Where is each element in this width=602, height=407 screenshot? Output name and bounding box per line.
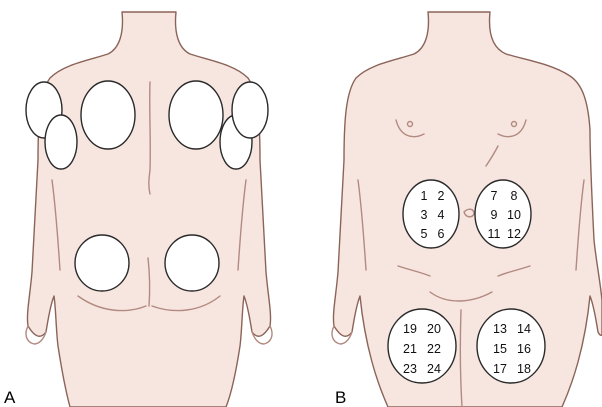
upper-arm-right-outer-injection-zone (232, 82, 268, 138)
abdomen-left-injection-zone: 7 8 9 10 11 12 (475, 180, 531, 248)
site-number: 12 (507, 227, 521, 241)
site-number: 16 (517, 342, 531, 356)
site-number: 8 (511, 189, 518, 203)
abdomen-right-injection-zone: 1 2 3 4 5 6 (403, 180, 459, 248)
site-number: 1 (421, 189, 428, 203)
site-number: 13 (493, 322, 507, 336)
site-number: 24 (427, 362, 441, 376)
site-number: 9 (491, 208, 498, 222)
site-number: 4 (438, 208, 445, 222)
site-number: 11 (488, 227, 501, 241)
site-number: 3 (421, 208, 428, 222)
abdomen-right-zone-outline (403, 180, 459, 248)
thigh-left-zone-outline (477, 309, 545, 383)
site-number: 19 (403, 322, 417, 336)
site-number: 15 (493, 342, 507, 356)
site-number: 17 (493, 362, 507, 376)
site-number: 2 (438, 189, 445, 203)
site-number: 20 (427, 322, 441, 336)
front-view-figure: 1 2 3 4 5 6 7 8 9 10 11 12 19 20 (332, 12, 602, 407)
abdomen-left-zone-outline (475, 180, 531, 248)
panel-label-a: A (4, 388, 16, 407)
site-number: 21 (403, 342, 417, 356)
site-number: 22 (427, 342, 441, 356)
buttock-left-injection-zone (75, 235, 129, 291)
site-number: 23 (403, 362, 417, 376)
site-number: 7 (491, 189, 498, 203)
buttock-right-injection-zone (165, 235, 219, 291)
thigh-right-zone-outline (388, 309, 456, 383)
back-left-upper-injection-zone (81, 81, 135, 149)
site-number: 6 (438, 227, 445, 241)
thigh-left-injection-zone: 13 14 15 16 17 18 (477, 309, 545, 383)
back-torso-silhouette (27, 12, 270, 407)
site-number: 14 (517, 322, 531, 336)
upper-arm-left-inner-injection-zone (45, 115, 77, 169)
back-view-figure (26, 12, 272, 407)
site-number: 18 (517, 362, 531, 376)
site-number: 10 (507, 208, 521, 222)
site-number: 5 (421, 227, 428, 241)
back-right-upper-injection-zone (169, 81, 223, 149)
panel-label-b: B (335, 388, 346, 407)
thigh-right-injection-zone: 19 20 21 22 23 24 (388, 309, 456, 383)
